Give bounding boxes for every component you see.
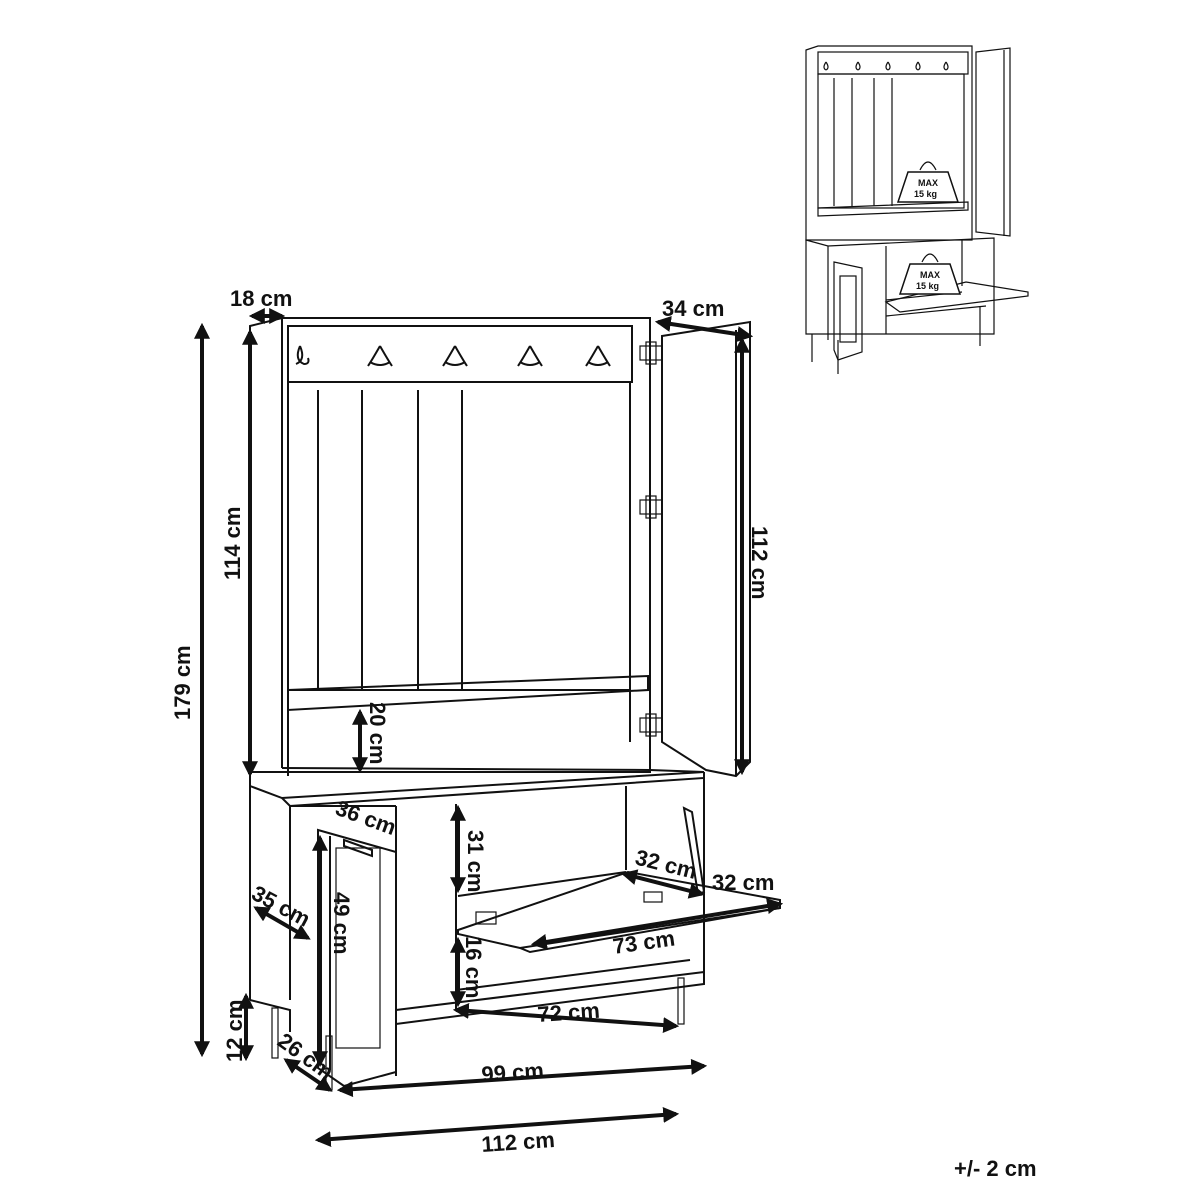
inner-width-label: 99 cm	[481, 1058, 545, 1087]
weight-max-label-1: MAX	[918, 178, 938, 188]
leg-height-label: 12 cm	[222, 1000, 247, 1062]
inner-height-label: 31 cm	[463, 830, 488, 892]
hook-icon	[915, 61, 921, 71]
cabinet-height-label: 49 cm	[329, 892, 354, 954]
weight-value-label-1: 15 kg	[914, 189, 937, 199]
rattan-door	[317, 828, 397, 1088]
dimension-labels: 18 cm 34 cm 114 cm 112 cm 179 cm 20 cm 3…	[170, 286, 774, 1157]
total-height-label: 179 cm	[170, 645, 195, 720]
hook-icon	[367, 345, 393, 367]
bench-gap-label: 20 cm	[365, 702, 390, 764]
main-drawing	[249, 317, 781, 1091]
upper-door	[661, 320, 751, 778]
weight-value-label-2: 15 kg	[916, 281, 939, 291]
shelf-width-label: 72 cm	[537, 998, 601, 1027]
hook-icon	[823, 61, 829, 71]
thumbnail-view: MAX 15 kg MAX 15 kg	[805, 45, 1029, 374]
upper-height-label: 114 cm	[220, 507, 245, 580]
hook-icon	[295, 345, 310, 366]
hook-icon	[585, 345, 611, 367]
hook-icon	[517, 345, 543, 367]
door-width-label: 36 cm	[332, 795, 399, 840]
door-top-depth-label: 34 cm	[662, 296, 724, 321]
weight-icon: MAX 15 kg	[896, 161, 960, 203]
tolerance-note: +/- 2 cm	[954, 1156, 1037, 1181]
dimension-arrows	[194, 308, 784, 1148]
weight-max-label-2: MAX	[920, 270, 940, 280]
hook-icon	[943, 61, 949, 71]
flap-depth-2-label: 32 cm	[712, 870, 774, 895]
hook-icon	[855, 61, 861, 71]
lower-shelf-label: 16 cm	[461, 936, 486, 998]
coat-hooks	[295, 345, 611, 367]
hook-icon	[885, 61, 891, 71]
hook-icon	[442, 345, 468, 367]
door-height-label: 112 cm	[747, 526, 772, 599]
total-width-label: 112 cm	[481, 1127, 556, 1157]
top-depth-label: 18 cm	[230, 286, 292, 311]
upper-frame	[249, 317, 651, 786]
weight-icon: MAX 15 kg	[898, 253, 962, 295]
